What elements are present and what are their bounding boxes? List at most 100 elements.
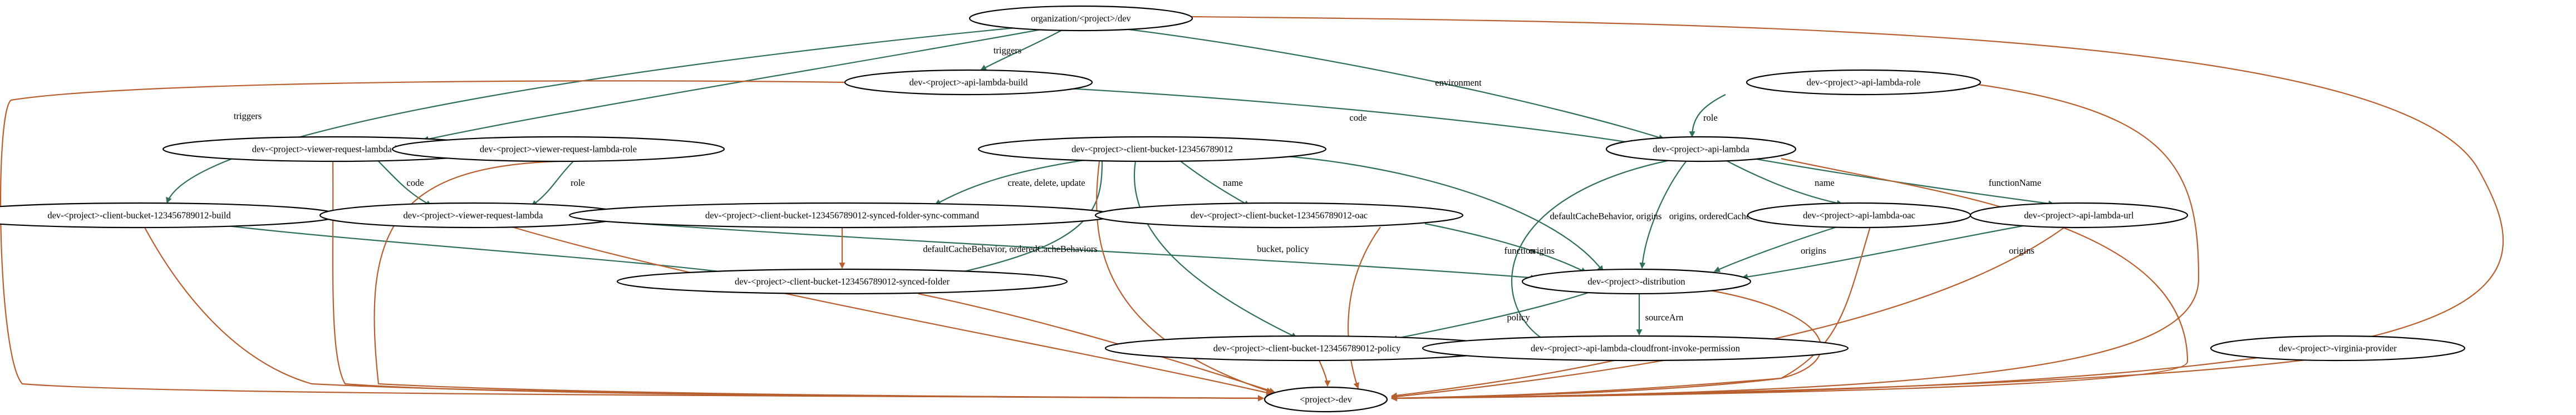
node-shape: [1521, 268, 1752, 295]
edge-api-lambda-to-project-dev: [1390, 157, 2189, 402]
node-shape: [1422, 335, 1849, 362]
edge-line: [587, 219, 1537, 281]
node-label: dev-<project>-distribution: [1587, 276, 1685, 287]
edge-client-bucket-to-distribution: [1280, 155, 1604, 272]
edge-api-lambda-to-lambda-oac: [1725, 160, 1843, 206]
edge-label: name: [1815, 177, 1835, 188]
node-shape: [1969, 202, 2189, 229]
edge-line: [945, 161, 1103, 278]
edge-client-oac-to-distribution: [1424, 223, 1587, 273]
edge-distribution-to-project-dev: [1390, 288, 1822, 402]
edge-label: functionName: [1989, 177, 2041, 188]
edge-line: [1390, 358, 2310, 402]
node-api-lambda-role[interactable]: dev-<project>-api-lambda-role: [1746, 69, 1982, 96]
edge-label: triggers: [234, 111, 262, 121]
edge-virginia-to-project-dev: [1390, 358, 2310, 402]
edge-org-to-client-build: [166, 26, 1028, 204]
edge-org-to-api-lambda-build: [980, 29, 1063, 71]
edge-label: function: [1505, 245, 1535, 256]
node-shape: [977, 136, 1327, 162]
edge-line: [1179, 160, 1250, 206]
node-distribution[interactable]: dev-<project>-distribution: [1521, 268, 1752, 295]
edge-api-lambda-role-to-api-lambda: [1689, 94, 1726, 138]
edge-label: defaultCacheBehavior, orderedCacheBehavi…: [923, 244, 1098, 254]
node-sync-cmd[interactable]: dev-<project>-client-bucket-123456789012…: [568, 202, 1116, 229]
edge-line: [1639, 160, 1687, 269]
edge-label: origins: [1801, 245, 1826, 256]
node-client-build[interactable]: dev-<project>-client-bucket-123456789012…: [0, 202, 340, 229]
edge-label: triggers: [994, 45, 1021, 56]
node-label: dev-<project>-api-lambda-url: [2024, 210, 2134, 221]
edge-line: [512, 226, 1273, 396]
node-label: dev-<project>-api-lambda-build: [910, 77, 1029, 88]
node-label: dev-<project>-client-bucket-123456789012…: [705, 210, 980, 221]
edge-label: defaultCacheBehavior, origins: [1550, 211, 1662, 221]
edge-line: [935, 158, 1092, 205]
node-viewer-role[interactable]: dev-<project>-viewer-request-lambda-role: [391, 136, 725, 162]
edge-client-bucket-to-project-dev: [1096, 161, 1273, 394]
edge-line: [1713, 226, 1837, 273]
node-project-dev[interactable]: <project>-dev: [1264, 386, 1388, 413]
edge-label: origins: [2009, 245, 2034, 256]
node-shape: [1264, 386, 1388, 413]
node-invoke-perm[interactable]: dev-<project>-api-lambda-cloudfront-invo…: [1422, 335, 1849, 362]
edge-label: environment: [1435, 77, 1482, 88]
edge-line: [166, 26, 1028, 204]
edge-lambda-url-to-project-dev: [1390, 226, 2066, 400]
edge-client-bucket-to-synced-folder: [945, 161, 1103, 278]
node-label: dev-<project>-api-lambda-cloudfront-invo…: [1531, 343, 1740, 354]
edge-api-lambda-role-to-project-dev: [1390, 82, 2200, 402]
node-label: dev-<project>-client-bucket-123456789012: [1071, 144, 1233, 155]
edge-api-lambda-to-invoke-perm: [1511, 159, 1670, 342]
edge-line: [144, 227, 1265, 402]
edge-line: [1134, 161, 1297, 338]
edge-line: [0, 80, 1265, 402]
node-label: dev-<project>-client-bucket-123456789012…: [47, 210, 231, 221]
edge-line: [1390, 82, 2200, 402]
edge-api-lambda-build-to-api-lambda: [1057, 87, 1638, 146]
node-client-bucket[interactable]: dev-<project>-client-bucket-123456789012: [977, 136, 1327, 162]
edge-label: code: [406, 177, 424, 188]
edge-viewer-lambda-to-project-dev: [512, 226, 1273, 396]
edge-line: [1124, 28, 1665, 141]
edge-line: [1390, 157, 2189, 402]
node-label: dev-<project>-api-lambda-oac: [1803, 210, 1915, 221]
edge-line: [980, 29, 1063, 71]
edge-line: [1390, 359, 1615, 399]
node-shape: [969, 5, 1193, 32]
edge-client-bucket-to-client-oac: [1179, 160, 1250, 206]
edge-line: [222, 224, 769, 280]
node-shape: [1746, 69, 1982, 96]
edge-line: [378, 161, 432, 206]
edge-line: [1280, 155, 1604, 272]
edge-invoke-perm-to-project-dev: [1390, 359, 1615, 399]
node-shape: [616, 268, 1068, 295]
node-synced-folder[interactable]: dev-<project>-client-bucket-123456789012…: [616, 268, 1068, 295]
node-label: dev-<project>-viewer-request-lambda-role: [480, 144, 637, 155]
edge-line: [1390, 288, 1822, 402]
edge-bucket-policy-to-project-dev: [1318, 360, 1331, 387]
edge-line: [1096, 161, 1273, 394]
node-api-lambda-build[interactable]: dev-<project>-api-lambda-build: [844, 69, 1093, 96]
edge-line: [1348, 226, 1381, 389]
edge-viewer-role-to-viewer-lambda: [531, 161, 574, 206]
edge-client-build-to-synced-folder: [222, 224, 769, 280]
edge-api-lambda-to-lambda-url: [1753, 157, 2055, 207]
edge-client-oac-to-project-dev: [1348, 226, 1381, 389]
edge-label: create, delete, update: [1007, 177, 1085, 188]
node-lambda-oac[interactable]: dev-<project>-api-lambda-oac: [1747, 202, 1972, 229]
node-org[interactable]: organization/<project>/dev: [969, 5, 1193, 32]
edge-line: [531, 161, 574, 206]
node-viewer-lambda[interactable]: dev-<project>-viewer-request-lambda: [319, 202, 627, 229]
edge-client-bucket-to-bucket-policy: [1134, 161, 1297, 338]
node-label: organization/<project>/dev: [1031, 13, 1131, 24]
node-bucket-policy[interactable]: dev-<project>-client-bucket-123456789012…: [1104, 335, 1510, 362]
node-client-oac[interactable]: dev-<project>-client-bucket-123456789012…: [1094, 202, 1464, 229]
node-api-lambda[interactable]: dev-<project>-api-lambda: [1605, 136, 1797, 162]
node-label: dev-<project>-virginia-provider: [2279, 343, 2397, 354]
node-lambda-url[interactable]: dev-<project>-api-lambda-url: [1969, 202, 2189, 229]
node-shape: [1094, 202, 1464, 229]
node-virginia[interactable]: dev-<project>-virginia-provider: [2210, 335, 2466, 362]
edge-label: role: [571, 177, 585, 188]
